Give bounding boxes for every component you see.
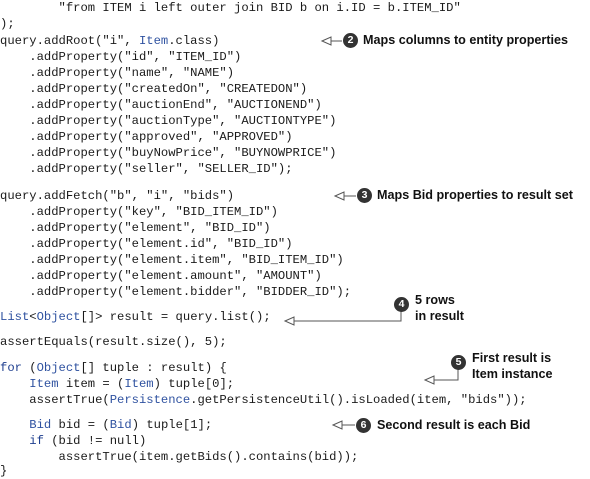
type-name: Item	[29, 377, 59, 391]
code-line-5: .addProperty("name", "NAME")	[0, 66, 235, 80]
code-line-2: );	[0, 17, 15, 31]
code-line-4: .addProperty("id", "ITEM_ID")	[0, 50, 242, 64]
code-text: bid = (	[51, 418, 110, 432]
callout-number-badge: 3	[357, 188, 372, 203]
code-line-8: .addProperty("auctionType", "AUCTIONTYPE…	[0, 114, 337, 128]
arrow-head-5	[423, 375, 435, 385]
type-name: Bid	[29, 418, 52, 432]
code-text: <	[29, 310, 37, 324]
code-line-10: .addProperty("buyNowPrice", "BUYNOWPRICE…	[0, 146, 337, 160]
code-line-22: Item item = (Item) tuple[0];	[0, 376, 234, 392]
type-name: Persistence	[109, 393, 191, 407]
arrow-head-4	[283, 316, 295, 326]
code-text: [] tuple : result) {	[80, 361, 227, 375]
annotation-6-text: Second result is each Bid	[377, 418, 531, 432]
code-listing: "from ITEM i left outer join BID b on i.…	[0, 0, 527, 478]
code-text: (bid != null)	[43, 434, 147, 448]
type-name: Object	[36, 361, 81, 375]
annotation-5-line2: Item instance	[472, 367, 553, 381]
code-line-25: if (bid != null)	[0, 433, 146, 449]
code-line-21: for (Object[] tuple : result) {	[0, 360, 227, 376]
callout-number-badge: 2	[343, 33, 358, 48]
type-name: Item	[124, 377, 154, 391]
keyword: for	[0, 361, 22, 375]
code-line-13: .addProperty("key", "BID_ITEM_ID")	[0, 205, 278, 219]
code-line-6: .addProperty("createdOn", "CREATEDON")	[0, 82, 308, 96]
code-line-7: .addProperty("auctionEnd", "AUCTIONEND")	[0, 98, 322, 112]
code-line-19: List<Object[]> result = query.list();	[0, 309, 271, 325]
code-line-1: "from ITEM i left outer join BID b on i.…	[0, 1, 461, 15]
annotation-4-line2: in result	[415, 309, 464, 323]
annotation-5-line1: First result is	[472, 351, 552, 365]
code-text: .class)	[168, 34, 220, 48]
code-text: .getPersistenceUtil().isLoaded(item, "bi…	[190, 393, 527, 407]
code-text: query.addRoot("i",	[0, 34, 139, 48]
arrow-line-4	[292, 310, 402, 322]
code-line-17: .addProperty("element.amount", "AMOUNT")	[0, 269, 322, 283]
arrow-head-2	[320, 36, 332, 46]
code-line-23: assertTrue(Persistence.getPersistenceUti…	[0, 392, 527, 408]
code-line-9: .addProperty("approved", "APPROVED")	[0, 130, 293, 144]
type-name: List	[0, 310, 30, 324]
code-line-26: assertTrue(item.getBids().contains(bid))…	[0, 450, 359, 464]
code-line-20: assertEquals(result.size(), 5);	[0, 335, 227, 349]
code-line-3: query.addRoot("i", Item.class)	[0, 33, 219, 49]
code-text: assertTrue(	[0, 393, 110, 407]
code-line-16: .addProperty("element.item", "BID_ITEM_I…	[0, 253, 344, 267]
code-text: []> result = query.list();	[80, 310, 271, 324]
annotation-4-line1: 5 rows	[415, 293, 455, 307]
code-text: (	[21, 361, 37, 375]
code-line-11: .addProperty("seller", "SELLER_ID");	[0, 162, 293, 176]
callout-number-badge: 6	[356, 418, 371, 433]
annotation-3-text: Maps Bid properties to result set	[377, 188, 573, 202]
type-name: Object	[36, 310, 81, 324]
keyword: if	[29, 434, 44, 448]
callout-number-badge: 5	[451, 355, 466, 370]
annotation-2-text: Maps columns to entity properties	[363, 33, 569, 47]
code-line-27: }	[0, 464, 8, 478]
code-line-14: .addProperty("element", "BID_ID")	[0, 221, 271, 235]
arrow-head-3	[333, 191, 345, 201]
code-line-18: .addProperty("element.bidder", "BIDDER_I…	[0, 285, 352, 299]
type-name: Item	[138, 34, 169, 48]
code-line-12: query.addFetch("b", "i", "bids")	[0, 189, 235, 203]
code-text: ) tuple[1];	[131, 418, 213, 432]
arrow-line-5	[432, 369, 459, 381]
type-name: Bid	[109, 418, 132, 432]
arrow-head-6	[331, 420, 343, 430]
callout-number-badge: 4	[394, 297, 409, 312]
code-text: ) tuple[0];	[153, 377, 235, 391]
code-line-24: Bid bid = (Bid) tuple[1];	[0, 417, 212, 433]
code-line-15: .addProperty("element.id", "BID_ID")	[0, 237, 293, 251]
code-text: item = (	[58, 377, 125, 391]
